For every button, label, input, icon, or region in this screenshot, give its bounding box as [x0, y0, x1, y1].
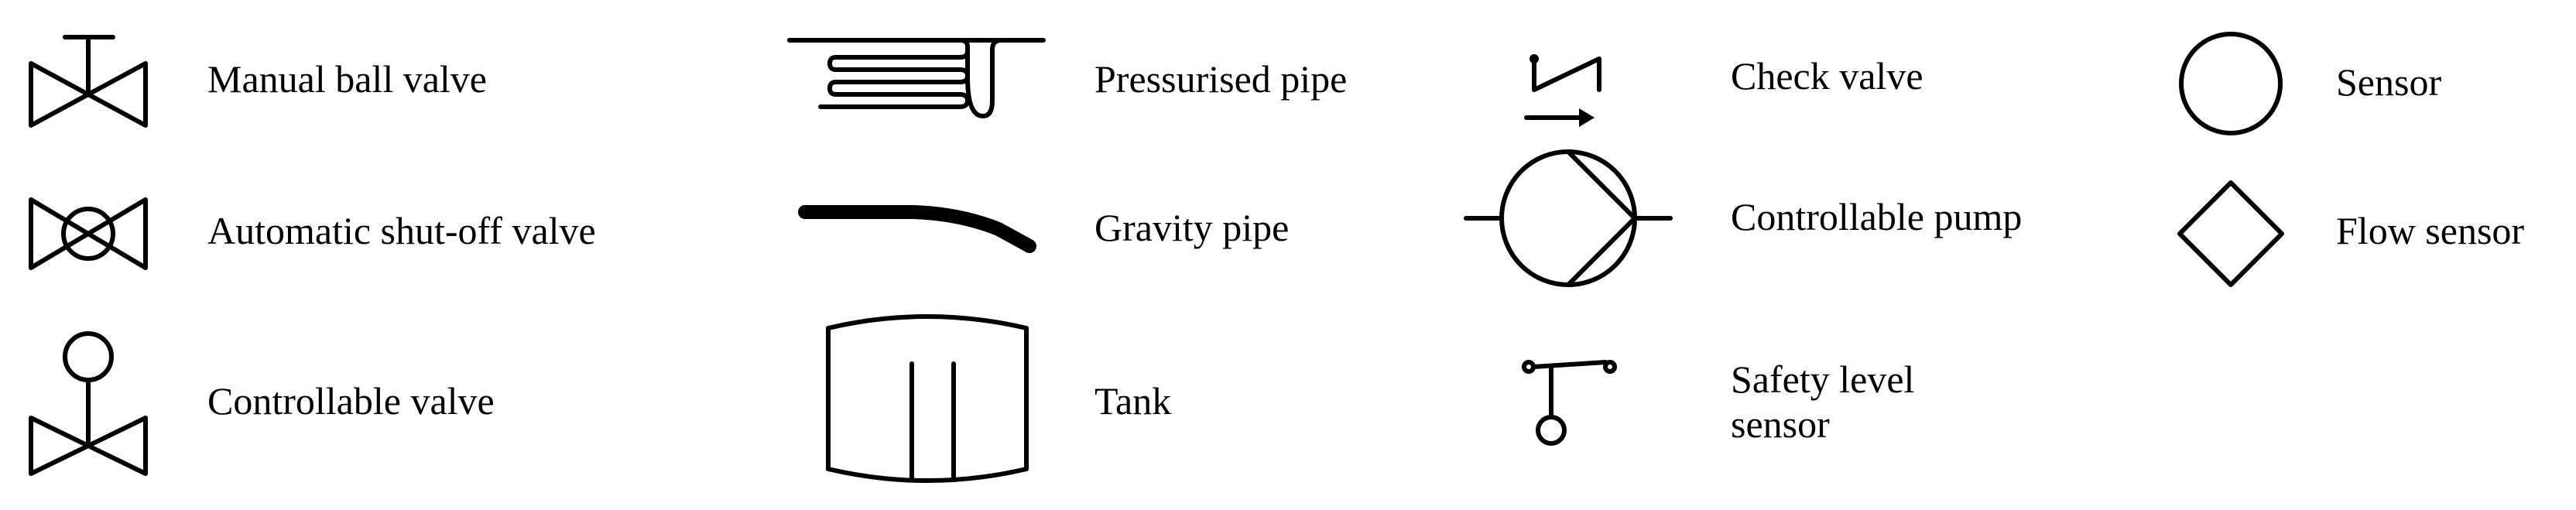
label-automatic-shut-off-valve: Automatic shut-off valve — [207, 209, 596, 252]
label-controllable-pump: Controllable pump — [1731, 195, 2023, 238]
label-flow-sensor: Flow sensor — [2336, 209, 2525, 252]
label-pressurised-pipe: Pressurised pipe — [1094, 57, 1348, 101]
label-check-valve: Check valve — [1731, 54, 1923, 98]
check-valve-icon — [1524, 54, 1601, 127]
safety-level-sensor-icon — [1522, 360, 1617, 446]
automatic-shut-off-valve-icon — [29, 197, 148, 270]
pressurised-pipe-icon — [787, 38, 1046, 118]
label-tank: Tank — [1094, 379, 1172, 423]
label-manual-ball-valve: Manual ball valve — [207, 57, 487, 101]
label-safety-level-sensor: Safety level sensor — [1731, 358, 1915, 446]
tank-icon — [826, 314, 1029, 483]
gravity-pipe-icon — [798, 205, 1036, 253]
flow-sensor-icon — [2177, 180, 2284, 287]
manual-ball-valve-icon — [29, 35, 148, 128]
label-gravity-pipe: Gravity pipe — [1094, 206, 1290, 249]
label-sensor: Sensor — [2336, 60, 2442, 104]
controllable-pump-icon — [1464, 149, 1673, 287]
sensor-icon — [2179, 32, 2283, 135]
label-controllable-valve: Controllable valve — [207, 379, 495, 423]
controllable-valve-icon — [29, 331, 148, 476]
